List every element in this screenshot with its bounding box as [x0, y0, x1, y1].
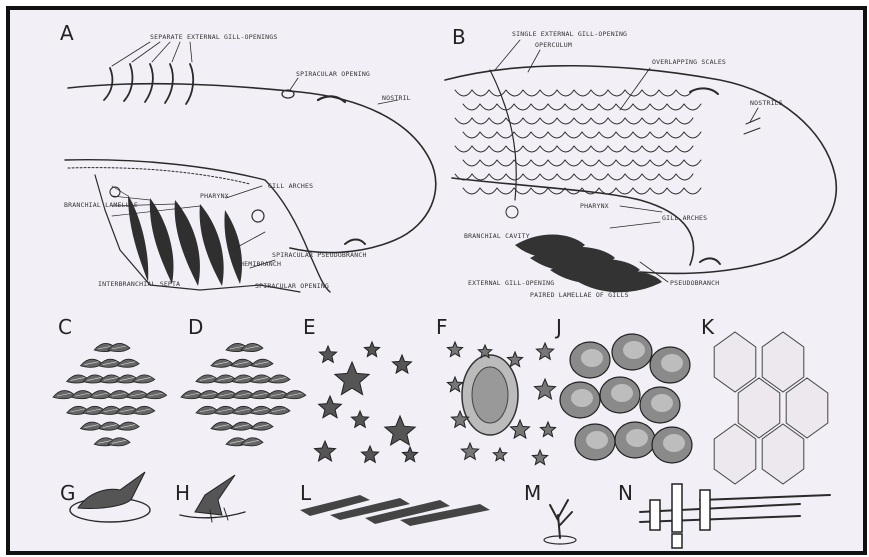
- rounded-scales-j: [560, 334, 692, 463]
- shark-head-outline: [68, 84, 436, 253]
- label-single-gill-opening: SINGLE EXTERNAL GILL-OPENING: [512, 30, 627, 38]
- label-overlapping-scales: OVERLAPPING SCALES: [652, 58, 726, 66]
- label-spiracular-opening: SPIRACULAR OPENING: [296, 70, 370, 78]
- scale-pattern: [455, 90, 701, 194]
- label-gill-openings: SEPARATE EXTERNAL GILL-OPENINGS: [150, 33, 278, 41]
- panel-d-letter: D: [188, 315, 203, 339]
- label-interbranchial-septa: INTERBRANCHIAL SEPTA: [98, 280, 180, 288]
- panel-m-letter: M: [524, 481, 541, 505]
- label-gill-arches-b: GILL ARCHES: [662, 214, 707, 222]
- panel-a-letter: A: [60, 21, 74, 45]
- eye: [318, 96, 345, 102]
- panel-e-letter: E: [303, 315, 316, 339]
- star-scales-e: [315, 342, 418, 462]
- label-branchial-lamellae: BRANCHIAL LAMELLAE: [64, 201, 138, 209]
- panel-g-letter: G: [60, 481, 76, 505]
- panel-h-letter: H: [175, 481, 190, 505]
- panel-l-letter: L: [300, 481, 312, 505]
- scale-l: [300, 495, 490, 526]
- gill-lamellae: [128, 195, 242, 286]
- label-hemibranch: HEMIBRANCH: [240, 260, 281, 268]
- scale-g: [70, 472, 150, 522]
- label-spiracular-pseudobranch: SPIRACULAR PSEUDOBRANCH: [272, 251, 367, 259]
- label-pseudobranch: PSEUDOBRANCH: [670, 279, 719, 287]
- panel-b-letter: B: [452, 25, 466, 49]
- panel-j-letter: J: [554, 315, 562, 339]
- label-nostril: NOSTRIL: [382, 94, 411, 102]
- label-nostrils: NOSTRILS: [750, 99, 783, 107]
- label-pharynx-a: PHARYNX: [200, 192, 229, 200]
- panel-a: A SEPARATE EXTERNAL GILL-OPENINGS SPIRAC…: [60, 21, 436, 292]
- hexagonal-scales-k: [714, 332, 828, 484]
- label-operculum: OPERCULUM: [535, 41, 572, 49]
- label-paired-lamellae: PAIRED LAMELLAE OF GILLS: [530, 291, 629, 299]
- label-pharynx-b: PHARYNX: [580, 202, 609, 210]
- scale-m: [544, 500, 576, 544]
- panel-f-letter: F: [436, 315, 448, 339]
- panel-k-letter: K: [701, 315, 715, 339]
- panel-b: B SINGLE EXTERNAL GILL-OPENING OPERCULUM…: [445, 25, 836, 299]
- star-scales-f: [447, 342, 555, 465]
- label-external-gill-opening: EXTERNAL GILL-OPENING: [468, 279, 554, 287]
- fish-head-outline: [445, 66, 836, 274]
- placoid-scales-d: [181, 343, 306, 445]
- scale-panels: C D E F J K G H L M N: [53, 315, 830, 548]
- scale-n: [640, 484, 830, 548]
- label-gill-arches-a: GILL ARCHES: [268, 182, 313, 190]
- panel-c-letter: C: [58, 315, 72, 339]
- label-spiracular-opening-2: SPIRACULAR OPENING: [255, 282, 329, 290]
- panel-n-letter: N: [618, 481, 633, 505]
- placoid-scales-c: [53, 343, 167, 445]
- label-branchial-cavity: BRANCHIAL CAVITY: [464, 232, 530, 240]
